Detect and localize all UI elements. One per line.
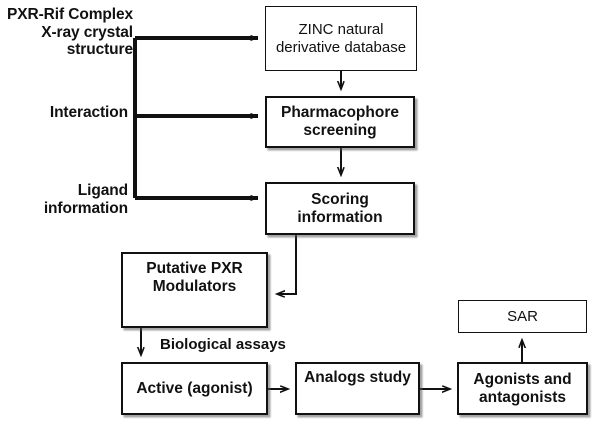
node-pharmacophore-screening[interactable]: Pharmacophore screening: [265, 96, 415, 148]
input-label-pxr-rif-structure: PXR-Rif Complex X-ray crystal structure: [7, 6, 133, 58]
node-pharmacophore-screening-label: Pharmacophore screening: [280, 104, 399, 139]
node-agonists-and-antagonists[interactable]: Agonists and antagonists: [457, 362, 588, 415]
input-label-interaction: Interaction: [49, 104, 128, 121]
node-analogs-study-label: Analogs study: [304, 369, 411, 386]
input-label-ligand-information: Ligand information: [43, 182, 128, 217]
node-analogs-study[interactable]: Analogs study: [295, 362, 420, 415]
node-zinc-database[interactable]: ZINC natural derivative database: [265, 6, 417, 71]
node-active-agonist[interactable]: Active (agonist): [121, 362, 268, 415]
node-putative-pxr-modulators[interactable]: Putative PXR Modulators: [121, 252, 268, 328]
node-agonists-and-antagonists-label: Agonists and antagonists: [473, 370, 572, 406]
node-scoring-information-label: Scoring information: [297, 190, 383, 226]
node-putative-pxr-modulators-label: Putative PXR Modulators: [146, 260, 243, 295]
node-sar[interactable]: SAR: [458, 300, 587, 333]
node-active-agonist-label: Active (agonist): [136, 379, 253, 397]
node-scoring-information[interactable]: Scoring information: [265, 182, 415, 235]
edge-scoring-to-putative: [277, 235, 297, 294]
node-sar-label: SAR: [507, 307, 538, 325]
edge-label-biological-assays: Biological assays: [160, 336, 286, 353]
node-zinc-database-label: ZINC natural derivative database: [275, 21, 407, 56]
